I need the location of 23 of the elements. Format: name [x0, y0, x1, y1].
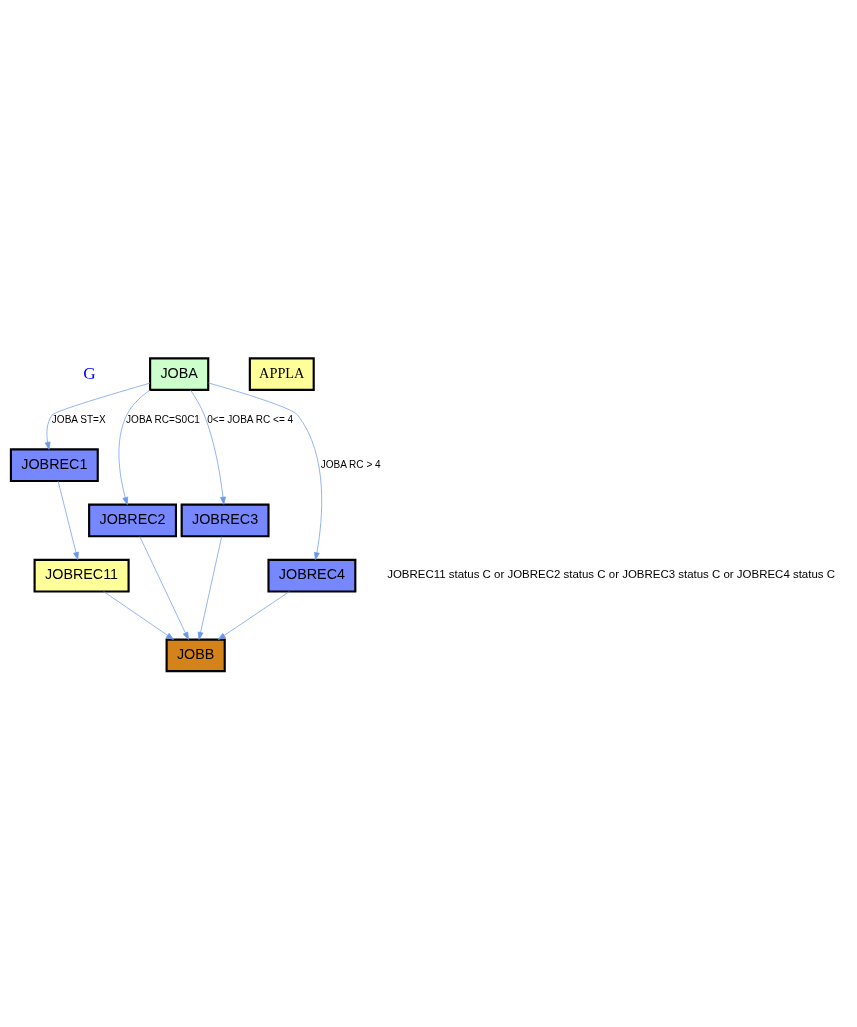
- node-box: JOBA: [149, 356, 210, 391]
- arrow: [217, 590, 290, 640]
- node-box: JOBREC11: [33, 558, 130, 593]
- arrow: [44, 382, 151, 450]
- edge-label: JOBA RC > 4: [320, 458, 381, 470]
- arrow: [118, 389, 151, 505]
- node-box: APPLA: [248, 356, 315, 391]
- arrow: [197, 535, 223, 640]
- arrow: [57, 480, 79, 560]
- arrow: [139, 535, 189, 640]
- edge-label: JOBA RC=S0C1: [126, 413, 200, 425]
- arrow: [190, 389, 226, 505]
- edge-label: JOBA ST=X: [51, 413, 106, 425]
- node-box: JOBREC2: [88, 503, 177, 537]
- arrow: [208, 382, 323, 560]
- node-box: JOBREC1: [9, 447, 99, 482]
- node-box: JOBREC3: [180, 503, 270, 537]
- label: JOBREC11 status C or JOBREC2 status C or JOBREC3 status C or JOBREC4 status C: [387, 567, 836, 580]
- label: G: [83, 363, 96, 383]
- node-box: JOBB: [165, 638, 226, 672]
- arrow: [103, 590, 174, 640]
- node-box: JOBREC4: [267, 558, 357, 593]
- edge-label: 0<= JOBA RC <= 4: [207, 413, 294, 425]
